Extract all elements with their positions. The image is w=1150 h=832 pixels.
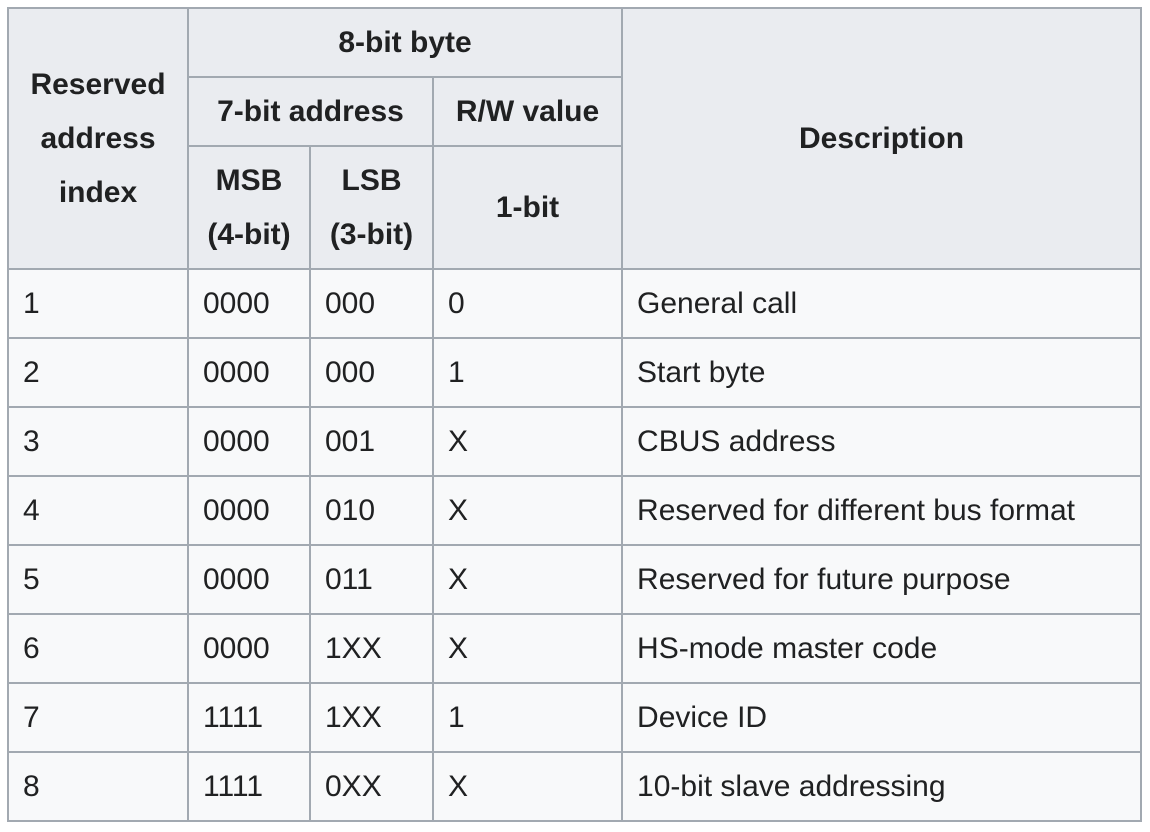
cell-description: CBUS address — [621, 406, 1143, 477]
header-msb-line-2: (4-bit) — [207, 217, 291, 251]
cell-lsb: 1XX — [309, 682, 434, 753]
table-row: 2 0000 000 1 Start byte — [7, 337, 1143, 408]
reserved-address-table: Reserved address index 8-bit byte Descri… — [7, 7, 1143, 822]
reserved-address-table-container: Reserved address index 8-bit byte Descri… — [7, 7, 1143, 822]
cell-msb: 1111 — [187, 682, 311, 753]
cell-lsb: 000 — [309, 268, 434, 339]
table-row: 7 1111 1XX 1 Device ID — [7, 682, 1143, 753]
table-row: 8 1111 0XX X 10-bit slave addressing — [7, 751, 1143, 822]
cell-description: Start byte — [621, 337, 1143, 408]
cell-description: HS-mode master code — [621, 613, 1143, 684]
cell-description: Reserved for future purpose — [621, 544, 1143, 615]
header-lsb-line-1: LSB — [341, 163, 402, 197]
cell-index: 6 — [7, 613, 189, 684]
cell-lsb: 000 — [309, 337, 434, 408]
header-rw-1-bit: 1-bit — [431, 145, 624, 270]
cell-index: 5 — [7, 544, 189, 615]
cell-description: Device ID — [621, 682, 1143, 753]
header-index-line-3: index — [58, 175, 138, 209]
cell-msb: 0000 — [187, 337, 311, 408]
cell-description: Reserved for different bus format — [621, 475, 1143, 546]
header-msb-line-1: MSB — [215, 163, 283, 197]
cell-lsb: 1XX — [309, 613, 434, 684]
cell-rw: 1 — [431, 682, 624, 753]
table-row: 4 0000 010 X Reserved for different bus … — [7, 475, 1143, 546]
cell-rw: X — [431, 475, 624, 546]
table-header: Reserved address index 8-bit byte Descri… — [7, 7, 1143, 270]
cell-rw: 1 — [431, 337, 624, 408]
cell-msb: 0000 — [187, 544, 311, 615]
cell-msb: 1111 — [187, 751, 311, 822]
header-8-bit-byte: 8-bit byte — [186, 7, 624, 78]
header-lsb-line-2: (3-bit) — [329, 217, 414, 251]
cell-rw: X — [431, 544, 624, 615]
table-row: 5 0000 011 X Reserved for future purpose — [7, 544, 1143, 615]
header-row-1: Reserved address index 8-bit byte Descri… — [7, 7, 1143, 270]
header-row-2: 7-bit address R/W value — [8, 76, 1141, 147]
header-index-line-2: address — [40, 121, 156, 155]
table-row: 3 0000 001 X CBUS address — [7, 406, 1143, 477]
header-index-line-1: Reserved — [30, 67, 166, 101]
cell-index: 1 — [7, 268, 189, 339]
table-row: 1 0000 000 0 General call — [7, 268, 1143, 339]
header-row-3: MSB (4-bit) LSB (3-bit) 1-bit — [8, 145, 1141, 270]
header-rw-value: R/W value — [431, 76, 624, 147]
cell-msb: 0000 — [187, 268, 311, 339]
cell-index: 8 — [7, 751, 189, 822]
header-7-bit-address: 7-bit address — [187, 76, 434, 147]
cell-lsb: 010 — [309, 475, 434, 546]
cell-msb: 0000 — [187, 613, 311, 684]
table-body: 1 0000 000 0 General call 2 0000 000 1 S… — [7, 268, 1143, 822]
header-msb: MSB (4-bit) — [187, 145, 311, 270]
header-description: Description — [621, 7, 1143, 270]
cell-msb: 0000 — [187, 406, 311, 477]
cell-index: 7 — [7, 682, 189, 753]
cell-msb: 0000 — [187, 475, 311, 546]
cell-rw: 0 — [431, 268, 624, 339]
cell-index: 3 — [7, 406, 189, 477]
cell-rw: X — [431, 751, 624, 822]
cell-lsb: 001 — [309, 406, 434, 477]
cell-description: General call — [621, 268, 1143, 339]
cell-lsb: 011 — [309, 544, 434, 615]
table-row: 6 0000 1XX X HS-mode master code — [7, 613, 1143, 684]
cell-rw: X — [431, 613, 624, 684]
cell-index: 2 — [7, 337, 189, 408]
cell-description: 10-bit slave addressing — [621, 751, 1143, 822]
cell-lsb: 0XX — [309, 751, 434, 822]
cell-index: 4 — [7, 475, 189, 546]
cell-rw: X — [431, 406, 624, 477]
header-lsb: LSB (3-bit) — [309, 145, 434, 270]
header-reserved-address-index: Reserved address index — [7, 7, 189, 270]
